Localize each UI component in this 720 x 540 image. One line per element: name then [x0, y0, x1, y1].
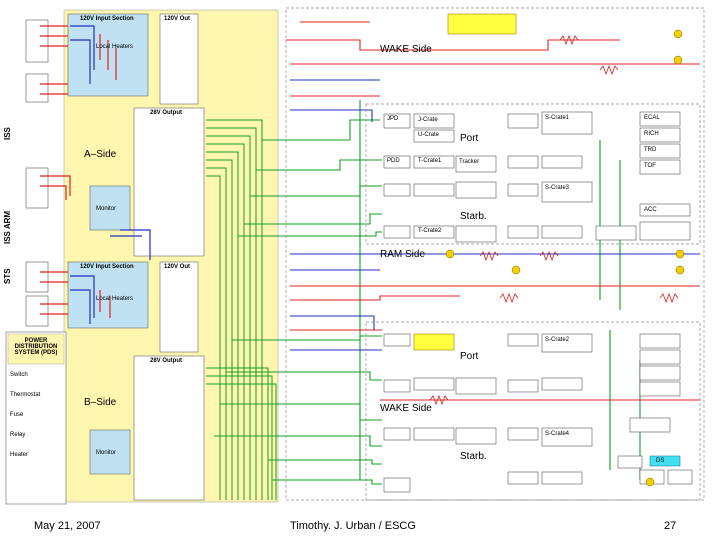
blue-wires-right [290, 79, 700, 351]
sts-label: STS [3, 268, 12, 284]
right-boxes [383, 111, 693, 493]
b-side-text: B–Side [84, 397, 117, 408]
heater-symbols [429, 34, 679, 406]
top-output-120 [159, 13, 199, 105]
iss-arm-label: ISS ARM [3, 210, 12, 244]
green-wire-bundle [206, 119, 277, 500]
starb-top-label: Starb. [460, 211, 487, 222]
bottom-output-120-label: 120V Out [164, 264, 191, 270]
green-wires-right [214, 100, 641, 485]
top-input-section-label: 120V Input Section [80, 16, 134, 22]
tracker-label: Tracker [459, 159, 480, 165]
top-output-28 [133, 107, 205, 257]
footer-date: May 21, 2007 [34, 520, 101, 532]
top-monitor-block [89, 185, 131, 231]
highlight-yellow-mid [413, 333, 455, 351]
bottom-monitor-label: Monitor [96, 450, 117, 456]
acc-label: ACC [644, 207, 657, 213]
top-output-120-label: 120V Out [164, 16, 191, 22]
sensor-dots [445, 29, 685, 487]
a-side-text: A–Side [84, 149, 117, 160]
bottom-monitor-block [89, 429, 131, 475]
top-output-28-label: 28V Output [150, 110, 183, 116]
port-top-label: Port [460, 133, 479, 144]
port-bottom-label: Port [460, 351, 479, 362]
highlight-cyan [649, 455, 681, 467]
s-crate4-label: S-Crate4 [545, 431, 570, 437]
t-crate1-label: T-Crate1 [418, 158, 442, 164]
right-frames [285, 7, 705, 501]
left-connectors [25, 19, 49, 327]
ecal-label: ECAL [644, 115, 660, 121]
blue-wires-left [70, 25, 151, 324]
rich-label: RICH [644, 131, 659, 137]
pdd-label: PDD [387, 158, 400, 164]
u-crate-label: U-Crate [418, 132, 440, 138]
starb-bottom-label: Starb. [460, 451, 487, 462]
bottom-input-section-label: 120V Input Section [80, 264, 134, 270]
highlight-yellow-top [447, 13, 517, 35]
iss-label: ISS [3, 127, 12, 140]
top-heaters-label: Local Heaters [96, 44, 134, 50]
bottom-output-28 [133, 355, 205, 501]
footer-page-number: 27 [664, 520, 677, 532]
red-wires-right [286, 21, 700, 401]
s-crate1-label: S-Crate1 [545, 115, 570, 121]
legend-item-relay: Relay [10, 432, 26, 438]
legend-item-thermostat: Thermostat [10, 392, 41, 398]
jpd-label: JPD [387, 116, 399, 122]
wake-side-bottom-label: WAKE Side [380, 403, 432, 414]
bottom-output-120 [159, 261, 199, 353]
bottom-heaters-label: Local Heaters [96, 296, 134, 302]
legend-item-switch: Switch [10, 372, 28, 378]
t-crate2-label: T-Crate2 [418, 228, 442, 234]
wake-side-top-label: WAKE Side [380, 44, 432, 55]
top-monitor-label: Monitor [96, 206, 117, 212]
ram-side-label: RAM Side [380, 249, 426, 260]
footer-author: Timothy. J. Urban / ESCG [290, 520, 416, 532]
s-crate3-label: S-Crate3 [545, 185, 570, 191]
trd-label: TRD [644, 147, 657, 153]
legend-item-heater: Heater [10, 452, 29, 458]
bottom-output-28-label: 28V Output [150, 358, 183, 364]
pds-title: POWER DISTRIBUTION SYSTEM (PDS) [14, 338, 58, 356]
legend-item-fuse: Fuse [10, 412, 24, 418]
bottom-input-section [67, 261, 149, 329]
j-crate-label: J-Crate [418, 117, 438, 123]
tof-label: TOF [644, 163, 656, 169]
s-crate2-label: S-Crate2 [545, 337, 570, 343]
red-wires-left [40, 25, 117, 318]
ds-label: DS [656, 458, 665, 464]
